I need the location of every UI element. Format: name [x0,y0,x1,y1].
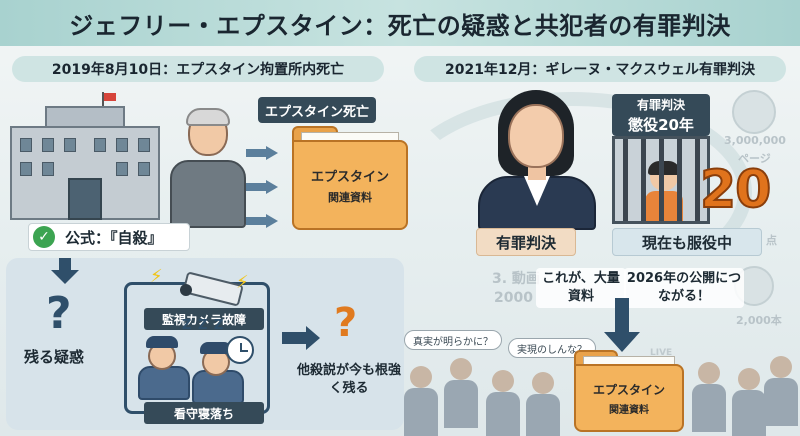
prison-building-icon [10,92,160,220]
left-section-header: 2019年8月10日：エプスタイン拘置所内死亡 [12,56,384,82]
faded-live-badge: LIVE [650,348,673,358]
camera-lens [180,284,192,296]
window [138,138,150,152]
faded-count-2000: 2,000本 [736,314,782,327]
window [42,162,54,176]
guard-body [138,366,190,400]
check-icon: ✓ [33,226,55,248]
faded-videos-number: 2000 [494,290,533,306]
window [20,138,32,152]
folder-front: エプスタイン 関連資料 [292,140,408,230]
cell-bar [677,139,682,221]
window [64,138,76,152]
folder-label-line2: 関連資料 [609,404,649,416]
cell-bar [659,139,664,221]
sentence-years-number: 20 [699,159,772,221]
camera-failure-label: 監視カメラ故障 [144,308,264,330]
guard-cap [146,336,178,348]
prisoner-figure [645,161,683,221]
murder-theory-text: 他殺説が今も根強く残る [296,363,401,396]
sentence-top-text: 有罪判決 [636,97,685,112]
question-mark-orange-icon: ? [334,300,358,346]
window [20,162,32,176]
window [138,162,150,176]
arrow-right-icon [246,146,280,160]
woman-neck [528,166,546,180]
cell-bar [623,139,628,221]
arrow-right-icon [246,214,280,228]
faded-pages-number: 3,000,000 [724,134,786,147]
massive-docs-text: これが、大量資料 [536,268,626,308]
flow-arrows [246,146,286,236]
prisoner-hair [648,161,680,175]
woman-face [508,104,564,168]
faded-points-unit: 点 [766,234,777,247]
documents-folder-icon: エプスタイン 関連資料 [292,126,408,230]
reporter-figure [444,358,478,428]
window [116,138,128,152]
folder-label-line2: 関連資料 [328,190,372,204]
inmate-figure [166,108,250,228]
flag-icon [104,93,116,101]
spark-icon: ⚡ [150,266,163,287]
prison-cell-icon [612,136,710,224]
speech-bubble: 真実が明らかに？ [404,330,502,350]
sleeping-guards-figure [132,334,262,404]
folder-label-line1: エプスタイン [310,169,389,185]
arrow-down-icon [50,258,80,284]
page-title: ジェフリー・エプスタイン：死亡の疑惑と共犯者の有罪判決 [69,11,731,40]
clock-icon [226,336,254,364]
document-icon [732,90,776,134]
maxwell-figure [474,88,600,230]
release-2026-text: 2026年の公開につながる！ [624,268,744,308]
sleep-z-icon: Z Z Z [182,318,225,333]
reporter-figure [732,368,766,436]
reporter-figure [526,372,560,436]
arrow-right-icon [282,326,322,350]
reporter-figure [692,362,726,432]
guard-cap [200,342,232,354]
prison-door [68,178,102,220]
window [94,138,106,152]
title-bar: ジェフリー・エプスタイン：死亡の疑惑と共犯者の有罪判決 [0,0,800,46]
reporter-figure [486,370,520,436]
folder-front: エプスタイン 関連資料 [574,364,684,432]
reporter-figure [404,366,438,436]
inmate-torso [170,160,246,228]
still-serving-label: 現在も服役中 [612,228,762,256]
flagpole [102,92,104,108]
inmate-hair [186,108,230,126]
official-verdict-badge: ✓ 公式：『自殺』 [28,223,190,251]
sentence-bottom-text: 懲役20年 [628,115,694,134]
right-section-header: 2021年12月：ギレーヌ・マクスウェル有罪判決 [414,56,786,82]
documents-folder-icon: エプスタイン 関連資料 [574,350,684,432]
faded-pages-unit: ページ [738,152,771,165]
faded-videos-label: 3. 動画 [492,271,540,287]
reporter-figure [764,356,798,426]
doubt-label: 残る疑惑 [24,348,85,366]
security-camera-icon [170,270,254,310]
official-verdict-text: 公式：『自殺』 [65,228,163,247]
folder-label-line1: エプスタイン [592,382,665,397]
cell-bar [695,139,700,221]
spark-icon: ⚡ [236,272,249,293]
prisoner-body [645,191,683,221]
question-mark-icon: ? [46,288,72,339]
guilty-label: 有罪判決 [476,228,576,256]
guard-asleep-label: 看守寝落ち [144,402,264,424]
cell-bar [641,139,646,221]
death-label: エプスタイン死亡 [258,97,376,123]
arrow-right-icon [246,180,280,194]
window [42,138,54,152]
window [116,162,128,176]
arrow-down-icon [604,298,640,358]
sentence-badge: 有罪判決 懲役20年 [612,94,710,136]
